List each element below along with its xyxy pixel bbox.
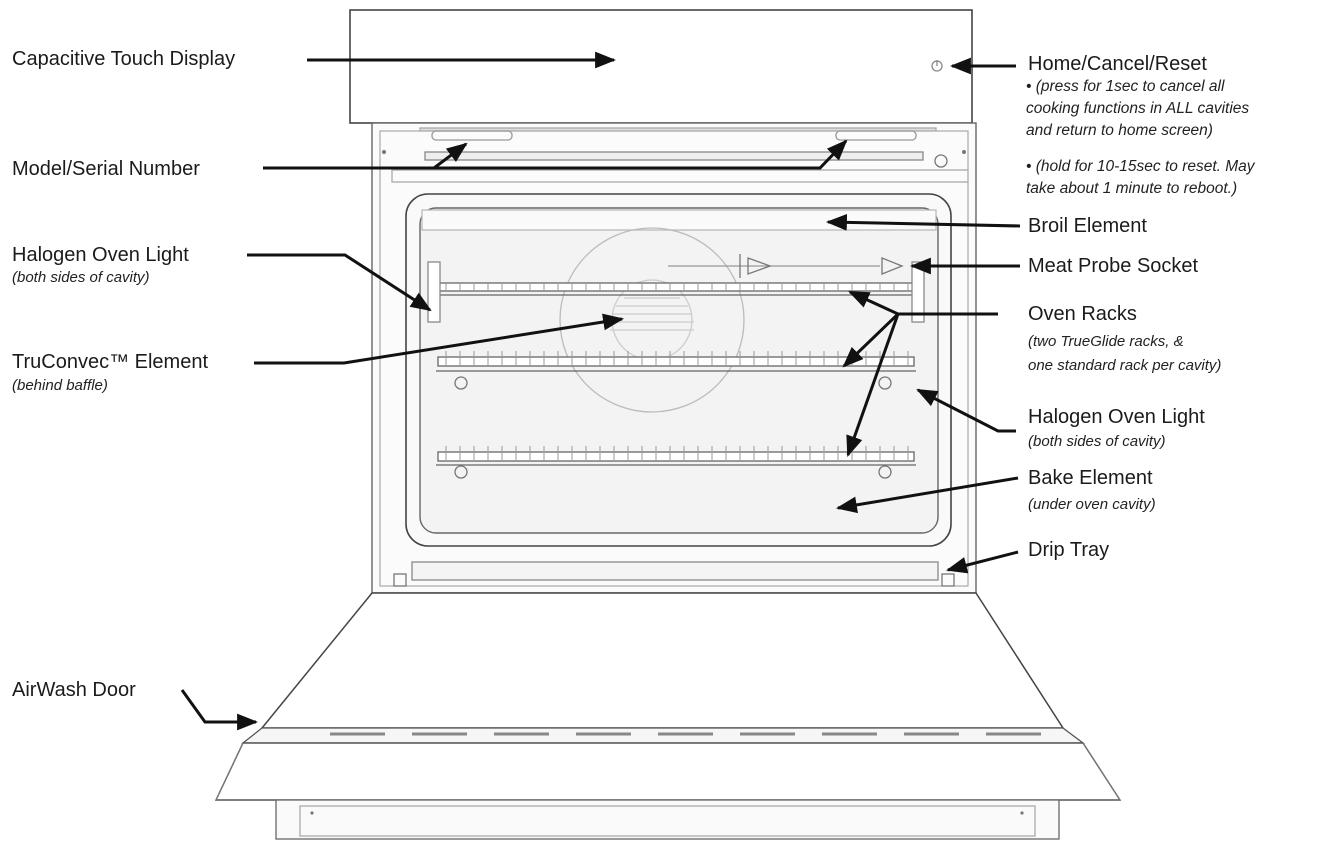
leader-lines (180, 51, 1021, 731)
arrow-model-serial-right (434, 139, 848, 170)
rack-middle (436, 356, 916, 372)
label-oven-racks-sub-2: one standard rack per cavity) (1028, 357, 1222, 374)
label-halogen-light-right-sub: (both sides of cavity) (1028, 433, 1166, 450)
label-halogen-light-left: Halogen Oven Light (12, 244, 189, 266)
arrow-broil (825, 213, 1021, 231)
label-capacitive-display: Capacitive Touch Display (12, 48, 236, 70)
arrow-halogen-left (247, 253, 432, 312)
convection-baffle (559, 227, 745, 413)
label-airwash-door: AirWash Door (12, 679, 136, 701)
arrow-halogen-right (916, 388, 1016, 433)
halogen-light-left-fixture (427, 261, 441, 323)
label-halogen-light-left-sub: (both sides of cavity) (12, 269, 150, 286)
home-note-1-line-3: and return to home screen) (1026, 122, 1213, 139)
oven-illustration (214, 9, 1122, 840)
rack-bottom (436, 451, 916, 466)
label-oven-racks-sub-1: (two TrueGlide racks, & (1028, 333, 1184, 350)
broil-element-area (421, 209, 937, 231)
label-broil-element: Broil Element (1028, 215, 1147, 237)
drip-tray (411, 561, 939, 581)
label-home-cancel-reset: Home/Cancel/Reset (1028, 53, 1207, 75)
home-note-1-line-1: • (press for 1sec to cancel all (1026, 78, 1225, 95)
arrow-truconvec (254, 313, 625, 365)
arrow-oven-racks-mid (842, 312, 900, 368)
label-model-serial: Model/Serial Number (12, 158, 200, 180)
label-bake-element-sub: (under oven cavity) (1028, 496, 1156, 513)
label-meat-probe-socket: Meat Probe Socket (1028, 255, 1199, 277)
label-truconvec: TruConvec™ Element (12, 351, 208, 373)
home-note-2-line-1: • (hold for 10-15sec to reset. May (1026, 158, 1255, 175)
arrow-oven-racks-bottom (846, 313, 900, 457)
model-serial-plate (424, 151, 924, 161)
label-halogen-light-right: Halogen Oven Light (1028, 406, 1205, 428)
label-drip-tray: Drip Tray (1028, 539, 1110, 561)
arrow-bake (835, 476, 1019, 514)
label-oven-racks: Oven Racks (1028, 303, 1137, 325)
arrow-drip-tray (945, 550, 1019, 574)
control-panel (349, 9, 973, 124)
home-note-2-line-2: take about 1 minute to reboot.) (1026, 180, 1238, 197)
airwash-door (260, 592, 1065, 729)
label-bake-element: Bake Element (1028, 467, 1153, 489)
meat-probe-socket (739, 254, 904, 278)
home-note-1-line-2: cooking functions in ALL cavities (1026, 100, 1250, 117)
label-truconvec-sub: (behind baffle) (12, 377, 108, 394)
arrow-airwash-door (180, 689, 259, 731)
